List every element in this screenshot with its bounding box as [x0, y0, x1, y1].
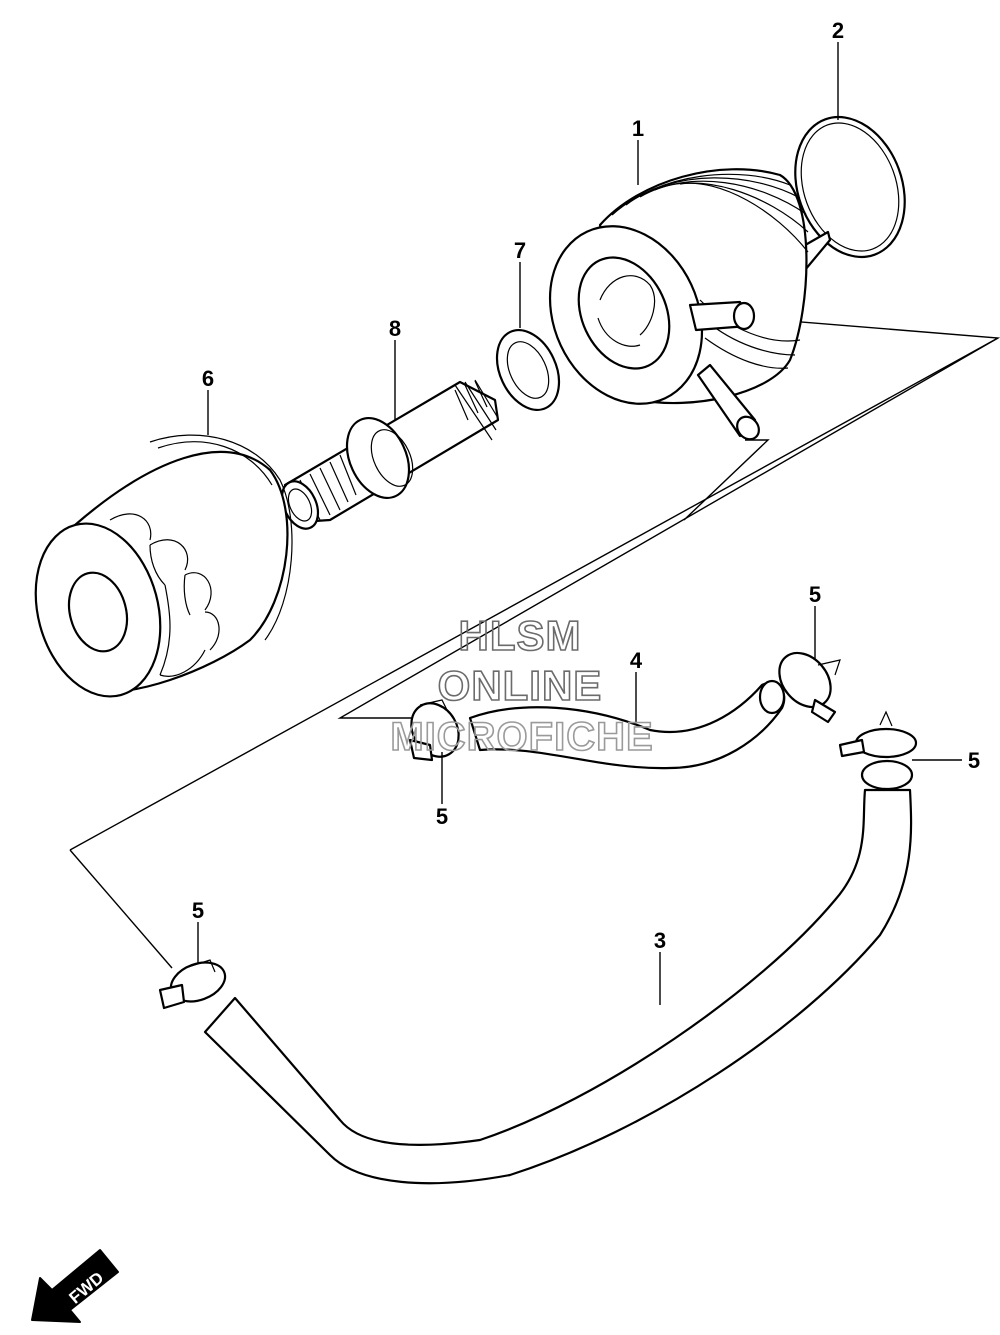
hose-clamp-part-left — [408, 699, 460, 762]
fwd-arrow-icon: FWD — [31, 1249, 119, 1323]
hose-clamp-part-lower-left — [158, 959, 227, 1010]
short-hose-part — [468, 679, 786, 770]
o-ring-part — [794, 115, 906, 259]
callout-5-lower-left: 5 — [192, 898, 204, 923]
callout-3: 3 — [654, 928, 666, 953]
watermark-line-1: HLSM — [459, 612, 582, 659]
washer-part — [495, 329, 561, 411]
callout-5-left: 5 — [436, 804, 448, 829]
callout-5-right: 5 — [968, 748, 980, 773]
watermark-line-3: MICROFICHE — [390, 715, 653, 759]
callout-4: 4 — [630, 648, 643, 673]
callout-7: 7 — [514, 238, 526, 263]
hose-clamp-part-upper-right — [778, 651, 841, 724]
union-bolt-part — [280, 379, 500, 530]
long-hose-part — [203, 759, 914, 1185]
oil-cooler-part — [548, 168, 832, 441]
callout-8: 8 — [389, 316, 401, 341]
callout-5-upper-right: 5 — [809, 582, 821, 607]
hose-clamp-part-right — [838, 710, 918, 759]
oil-filter-part — [34, 434, 293, 698]
watermark-line-2: ONLINE — [438, 662, 603, 709]
callout-leaders — [197, 42, 962, 1005]
watermark: HLSM ONLINE MICROFICHE — [390, 611, 654, 760]
callout-6: 6 — [202, 366, 214, 391]
callout-1: 1 — [632, 116, 644, 141]
callout-2: 2 — [832, 18, 844, 43]
